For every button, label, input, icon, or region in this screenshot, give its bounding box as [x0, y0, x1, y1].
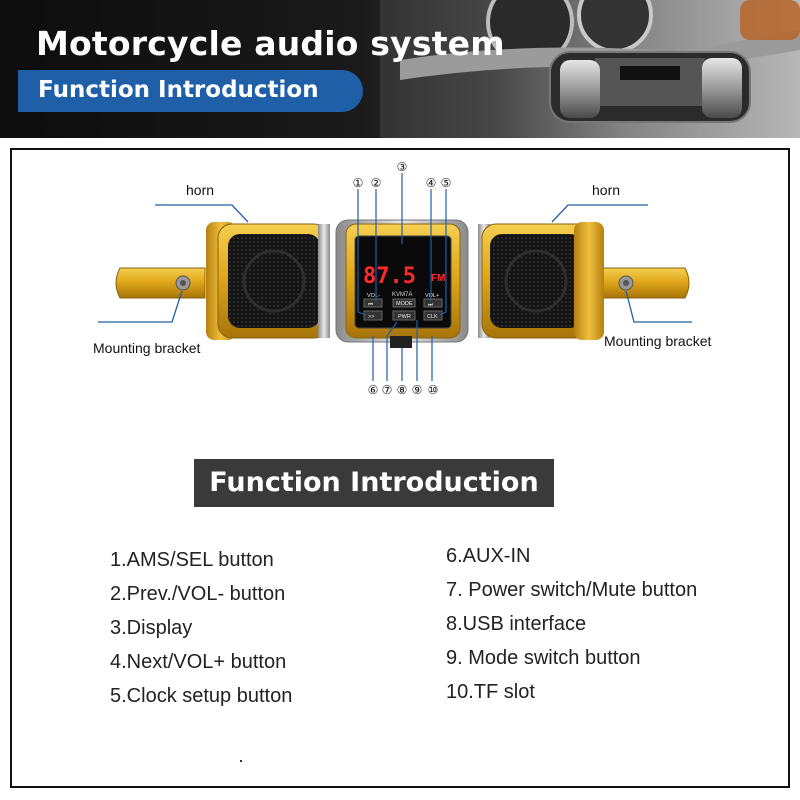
vol-plus-label: VOL+ [425, 293, 439, 299]
right-horn-speaker [478, 222, 604, 340]
list-item: 9. Mode switch button [446, 647, 641, 669]
callout-9: ⑨ [412, 383, 423, 397]
horn-label-right: horn [592, 182, 621, 198]
callout-8: ⑧ [397, 383, 408, 397]
mounting-bracket-label-right: Mounting bracket [604, 333, 712, 349]
power-mute-button [392, 310, 416, 321]
mounting-bracket-label-left: Mounting bracket [93, 340, 201, 356]
display-unit: FM [431, 273, 445, 284]
list-item: 2.Prev./VOL- button [110, 583, 286, 605]
product-diagram: 87.5 FM KVM7A VOL- ⏮ MODE VOL+ ⏭ >> PWR … [98, 160, 692, 397]
ams-label: >> [368, 314, 374, 320]
callout-5: ⑤ [441, 176, 452, 190]
list-item: 6.AUX-IN [446, 545, 531, 567]
subtitle-text: Function Introduction [38, 77, 319, 103]
list-item: 10.TF slot [446, 681, 535, 703]
display-readout: 87.5 [363, 264, 416, 289]
callout-3: ③ [397, 160, 408, 174]
callout-2: ② [371, 176, 382, 190]
function-list-right: 6.AUX-IN 7. Power switch/Mute button 8.U… [446, 539, 697, 709]
callout-4: ④ [426, 176, 437, 190]
motorcycle-photo [380, 0, 800, 138]
list-item: 5.Clock setup button [110, 685, 293, 707]
pwr-label: PWR [398, 314, 411, 320]
prev-vol-minus-button [363, 298, 383, 308]
bottom-callout-lines [372, 320, 433, 381]
left-horn-speaker [206, 222, 330, 340]
clock-setup-button [423, 310, 443, 321]
stray-dot [240, 760, 242, 762]
callout-1: ① [353, 176, 364, 190]
callout-7: ⑦ [382, 383, 393, 397]
list-item: 3.Display [110, 617, 193, 639]
left-mounting-bracket [115, 267, 206, 299]
callout-10: ⑩ [428, 383, 439, 397]
right-mounting-bracket [599, 267, 690, 299]
section-heading: Function Introduction [209, 467, 539, 498]
vol-minus-label: VOL- [367, 293, 380, 299]
page-title: Motorcycle audio system [36, 24, 505, 63]
mode-label: MODE [396, 301, 413, 307]
model-label: KVM7A [392, 292, 412, 298]
list-item: 1.AMS/SEL button [110, 549, 274, 571]
prev-icon: ⏮ [368, 302, 373, 308]
callout-6: ⑥ [368, 383, 379, 397]
horn-label-left: horn [186, 182, 215, 198]
next-vol-plus-button [423, 298, 443, 308]
horn-callout-lines [98, 204, 692, 323]
subtitle-tag [18, 70, 363, 112]
panel-buttons: VOL- ⏮ MODE VOL+ ⏭ >> PWR CLK [363, 293, 443, 321]
list-item: 4.Next/VOL+ button [110, 651, 287, 673]
mode-button-top [392, 298, 416, 308]
section-heading-box [194, 459, 554, 507]
function-list-left: 1.AMS/SEL button 2.Prev./VOL- button 3.D… [110, 543, 292, 713]
header-banner: Motorcycle audio system Function Introdu… [0, 0, 800, 138]
next-icon: ⏭ [428, 302, 433, 308]
list-item: 8.USB interface [446, 613, 587, 635]
ams-sel-button [363, 310, 383, 321]
clk-label: CLK [427, 314, 438, 320]
list-item: 7. Power switch/Mute button [446, 579, 698, 601]
top-callout-lines [357, 173, 447, 316]
